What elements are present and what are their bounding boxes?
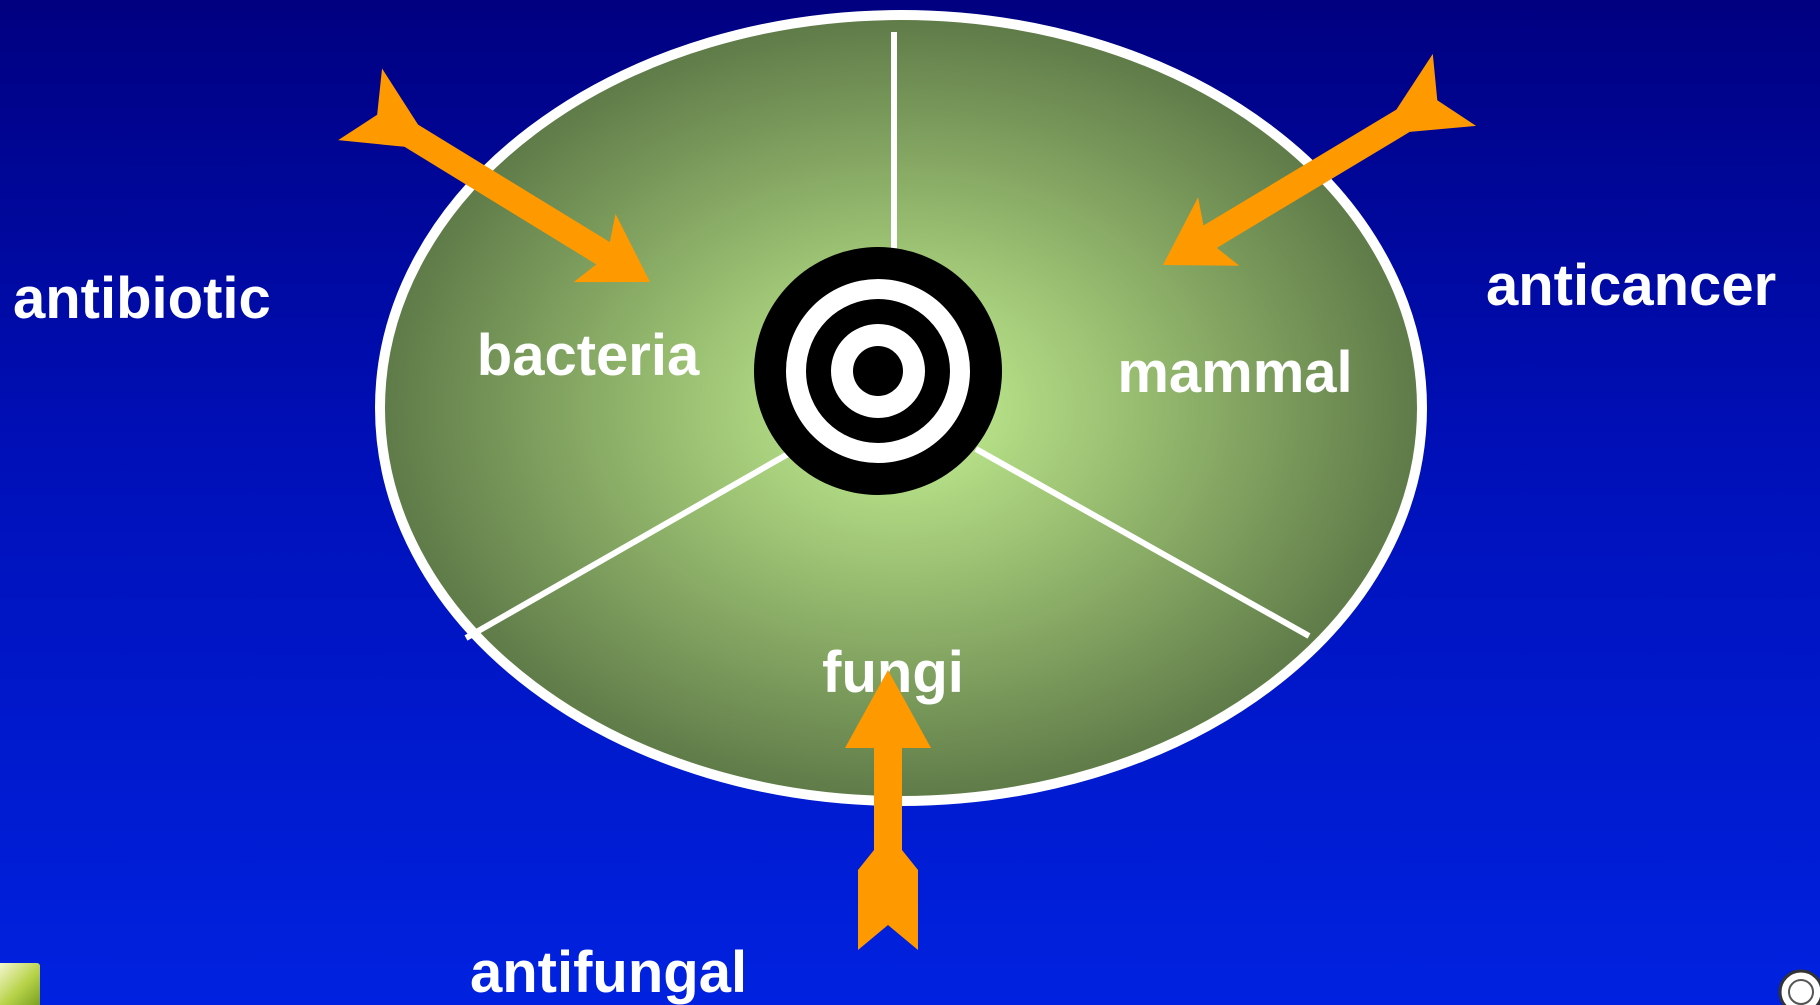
agent-label-anticancer: anticancer xyxy=(1486,257,1776,315)
agent-label-antibiotic: antibiotic xyxy=(13,270,271,328)
seal-logo-icon xyxy=(1780,971,1820,1005)
bullseye-icon xyxy=(754,247,1002,495)
corner-logo-icon xyxy=(0,963,40,1005)
segment-label-bacteria: bacteria xyxy=(477,323,700,388)
agent-label-antifungal: antifungal xyxy=(470,944,747,1002)
segment-label-mammal: mammal xyxy=(1117,340,1352,405)
